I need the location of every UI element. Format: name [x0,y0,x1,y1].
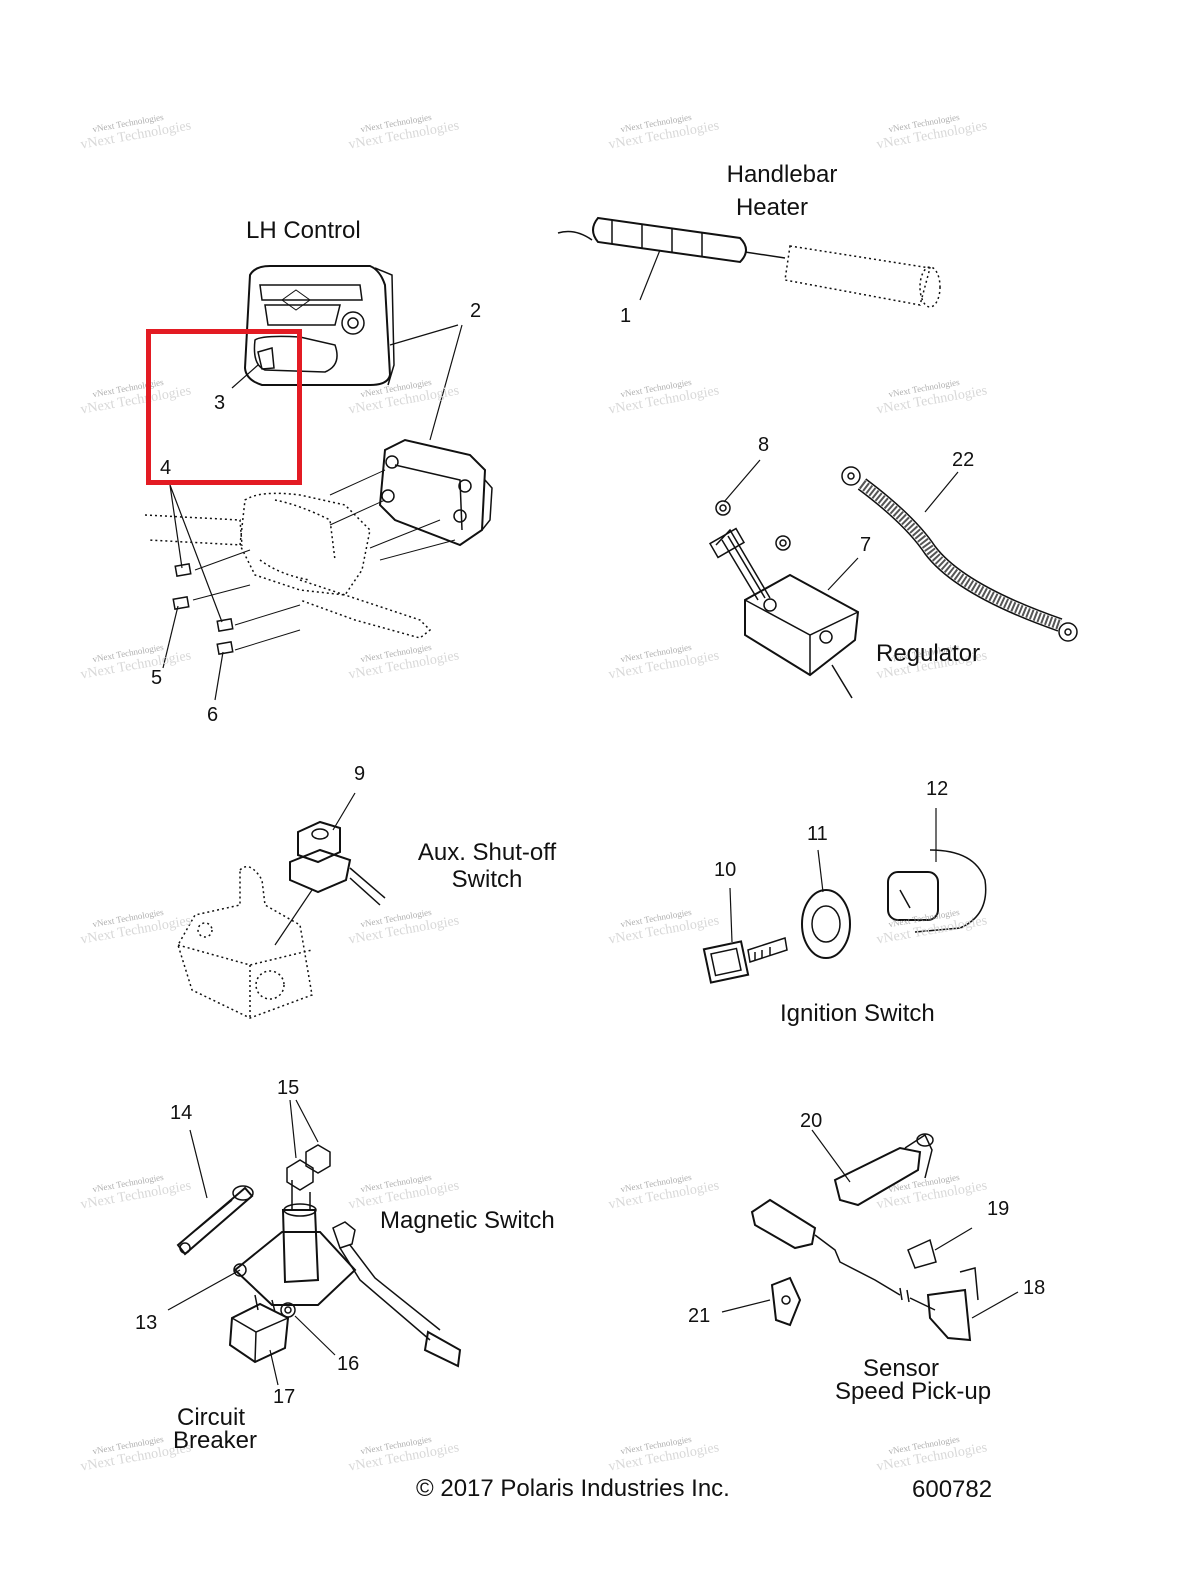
callout-6: 6 [207,704,219,726]
callout-3: 3 [214,392,226,414]
callout-14: 14 [170,1102,193,1124]
magnetic-switch-assembly [167,1099,462,1386]
callout-21: 21 [688,1305,711,1327]
title-handlebar-heater-line2: Heater [735,194,809,221]
title-aux-shutoff-line1: Aux. Shut-off [417,839,557,866]
callout-17: 17 [273,1386,296,1408]
callout-10: 10 [714,859,737,881]
title-sensor-line2: Speed Pick-up [835,1378,992,1405]
callout-22: 22 [952,449,975,471]
aux-shutoff-assembly [177,792,386,1019]
title-handlebar-heater-line1: Handlebar [726,161,838,188]
ignition-switch-assembly [702,808,987,984]
callout-19: 19 [987,1198,1010,1220]
highlight-box [146,329,302,485]
callout-20: 20 [800,1110,823,1132]
handlebar-heater-assembly [557,216,941,308]
callout-16: 16 [337,1353,360,1375]
callout-8: 8 [758,434,770,456]
callout-9: 9 [354,763,366,785]
callout-11: 11 [807,823,828,845]
regulator-assembly [708,459,1078,699]
callout-18: 18 [1023,1277,1046,1299]
callout-13: 13 [135,1312,158,1334]
title-regulator: Regulator [876,640,981,667]
drawing-number: 600782 [912,1476,993,1503]
title-magnetic-switch: Magnetic Switch [380,1207,555,1234]
title-ignition-switch: Ignition Switch [780,1000,935,1027]
callout-4: 4 [160,457,172,479]
title-lh-control: LH Control [246,217,361,244]
callout-7: 7 [860,534,872,556]
callout-1: 1 [620,305,632,327]
callout-12: 12 [926,778,949,800]
speed-sensor-assembly [721,1129,1019,1342]
title-aux-shutoff-line2: Switch [451,866,523,893]
callout-5: 5 [151,667,163,689]
callout-15: 15 [277,1077,300,1099]
title-circuit-breaker-line2: Breaker [172,1427,258,1454]
title-sensor-line1: Sensor [862,1355,940,1382]
lh-control-assembly [144,265,493,701]
title-circuit-breaker-line1: Circuit [176,1404,245,1431]
copyright-text: © 2017 Polaris Industries Inc. [416,1475,730,1502]
callout-2: 2 [470,300,482,322]
